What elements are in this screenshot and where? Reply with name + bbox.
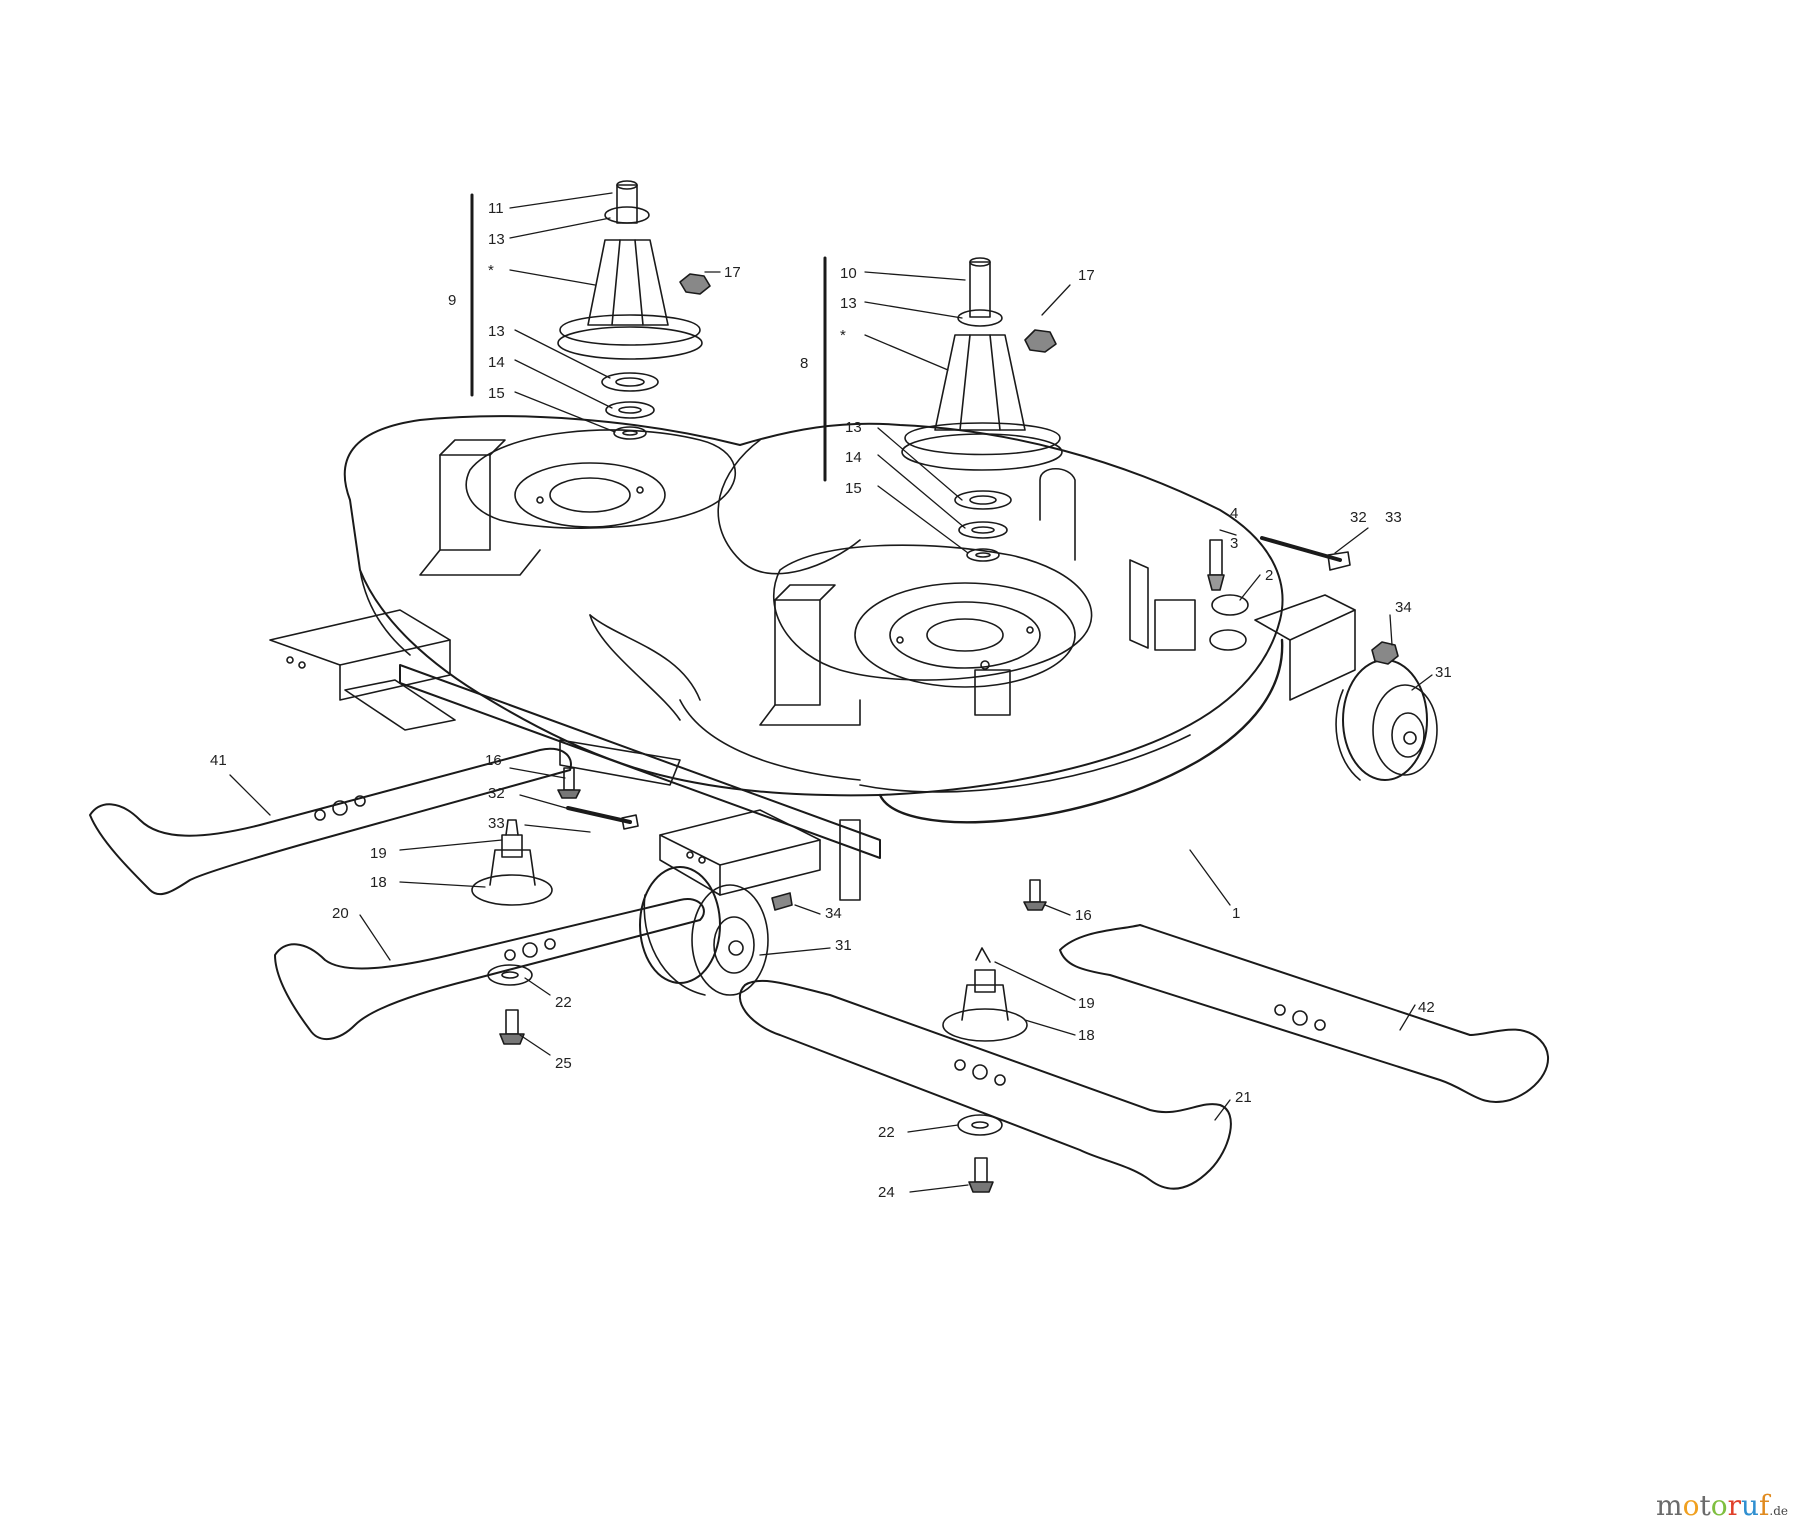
callout-13: 13: [488, 231, 505, 248]
motoruf-watermark-logo: motoruf.de: [1656, 1492, 1788, 1520]
callout-19: 19: [1078, 995, 1095, 1012]
callout-13: 13: [840, 295, 857, 312]
callout-14: 14: [845, 449, 862, 466]
callout-34: 34: [825, 905, 842, 922]
blade-21: [739, 979, 1232, 1190]
bolt-16-right: [1023, 879, 1047, 911]
bolt-16-left: [557, 767, 581, 799]
callout-labels: 11 13 * 9 17 13 14 15 10 13 * 8 17 13 14…: [210, 200, 1452, 1201]
blade-bolt-25: [499, 1009, 525, 1045]
callout-31: 31: [1435, 664, 1452, 681]
callout-18: 18: [1078, 1027, 1095, 1044]
callout-32: 32: [1350, 509, 1367, 526]
callout-24: 24: [878, 1184, 895, 1201]
logo-letter: o: [1710, 1489, 1728, 1522]
callout-33: 33: [1385, 509, 1402, 526]
callout-asterisk: *: [488, 262, 494, 279]
logo-letter: u: [1740, 1489, 1760, 1522]
callout-19: 19: [370, 845, 387, 862]
right-spindle-assembly: [823, 256, 1063, 562]
leader-lines: [229, 192, 1433, 1193]
callout-17: 17: [1078, 267, 1095, 284]
callout-11: 11: [488, 200, 504, 217]
callout-15: 15: [488, 385, 505, 402]
callout-8: 8: [800, 355, 808, 372]
callout-18: 18: [370, 874, 387, 891]
callout-31: 31: [835, 937, 852, 954]
callout-asterisk: *: [840, 327, 846, 344]
blade-washer-right: [957, 1114, 1003, 1136]
callout-16: 16: [485, 752, 502, 769]
callout-32: 32: [488, 785, 505, 802]
callout-25: 25: [555, 1055, 572, 1072]
callout-33: 33: [488, 815, 505, 832]
blade-41: [89, 747, 572, 896]
callout-41: 41: [210, 752, 227, 769]
logo-letter: f: [1759, 1489, 1770, 1522]
logo-letter: m: [1656, 1489, 1683, 1522]
callout-1: 1: [1232, 905, 1240, 922]
callout-42: 42: [1418, 999, 1435, 1016]
blade-42: [1059, 924, 1550, 1103]
right-gauge-wheel: [1207, 536, 1438, 781]
callout-4: 4: [1230, 505, 1238, 522]
callout-34: 34: [1395, 599, 1412, 616]
left-gauge-wheel: [639, 866, 793, 996]
logo-letter: o: [1682, 1489, 1700, 1522]
callout-21: 21: [1235, 1089, 1252, 1106]
callout-14: 14: [488, 354, 505, 371]
front-axle-bar: [269, 609, 881, 901]
pin-32-clip-33-left: [566, 806, 639, 830]
callout-17: 17: [724, 264, 741, 281]
logo-letter: r: [1727, 1489, 1741, 1522]
callout-3: 3: [1230, 535, 1238, 552]
callout-13: 13: [845, 419, 862, 436]
blade-20: [274, 898, 705, 1040]
callout-22: 22: [878, 1124, 895, 1141]
callout-10: 10: [840, 265, 857, 282]
blade-adapter-right: [942, 947, 1028, 1042]
logo-letter: t: [1699, 1489, 1711, 1522]
callout-22: 22: [555, 994, 572, 1011]
callout-2: 2: [1265, 567, 1273, 584]
callout-9: 9: [448, 292, 456, 309]
blade-washer-left: [487, 964, 533, 986]
blade-adapter-left: [471, 819, 553, 906]
left-spindle-assembly: [470, 180, 711, 440]
callout-20: 20: [332, 905, 349, 922]
logo-suffix: .de: [1769, 1504, 1788, 1518]
callout-13: 13: [488, 323, 505, 340]
callout-16: 16: [1075, 907, 1092, 924]
blade-bolt-24: [968, 1157, 994, 1193]
callout-15: 15: [845, 480, 862, 497]
